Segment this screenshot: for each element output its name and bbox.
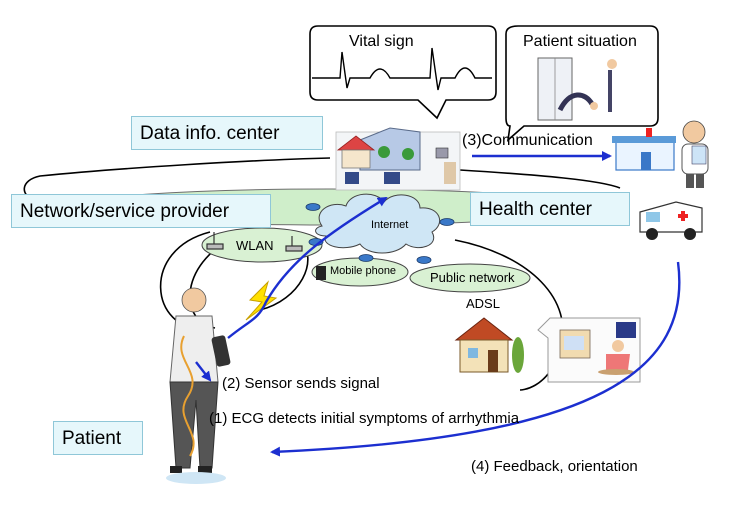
sensor-signal-arrow [195,361,212,382]
home-room-icon [537,317,641,383]
mobile-phone-label: Mobile phone [330,265,397,277]
patient-label: Patient [53,421,143,455]
patient-fall-scene-icon [537,57,617,121]
feedback-arrow [270,261,681,457]
sensor-sends-signal-label: (2) Sensor sends signal [222,375,380,392]
patient-person-icon [166,287,231,484]
heartbeat-waveform-icon [312,47,492,91]
wlan-label: WLAN [236,238,274,253]
communication-label: (3)Communication [462,132,593,149]
data-center-building-icon [335,127,461,191]
vital-sign-bubble [309,25,497,120]
ecg-detects-label: (1) ECG detects initial symptoms of arrh… [209,410,520,427]
internet-label: Internet [371,219,409,231]
data-flow-arrows [195,151,681,457]
wifi-antenna-icon [206,232,303,252]
internet-cloud [315,193,441,254]
router-icon [305,203,455,264]
health-center-label: Health center [470,192,630,226]
public-network-label: Public network [430,270,515,285]
house-icon [454,317,524,373]
doctor-icon [681,120,709,188]
sensor-to-data-center-arrow [227,196,388,339]
mobile-phone-icon [316,266,326,280]
patient-situation-label: Patient situation [523,33,637,50]
patient-situation-bubble [505,25,659,143]
adsl-label: ADSL [466,296,500,311]
public-network-cloud [409,263,531,293]
data-center-label: Data info. center [131,116,323,150]
lightning-icon [245,280,278,321]
ambulance-icon [639,201,703,240]
feedback-orientation-label: (4) Feedback, orientation [471,458,638,475]
vital-sign-label: Vital sign [349,33,414,50]
network-provider-label: Network/service provider [11,194,271,228]
hospital-icon [612,128,676,171]
